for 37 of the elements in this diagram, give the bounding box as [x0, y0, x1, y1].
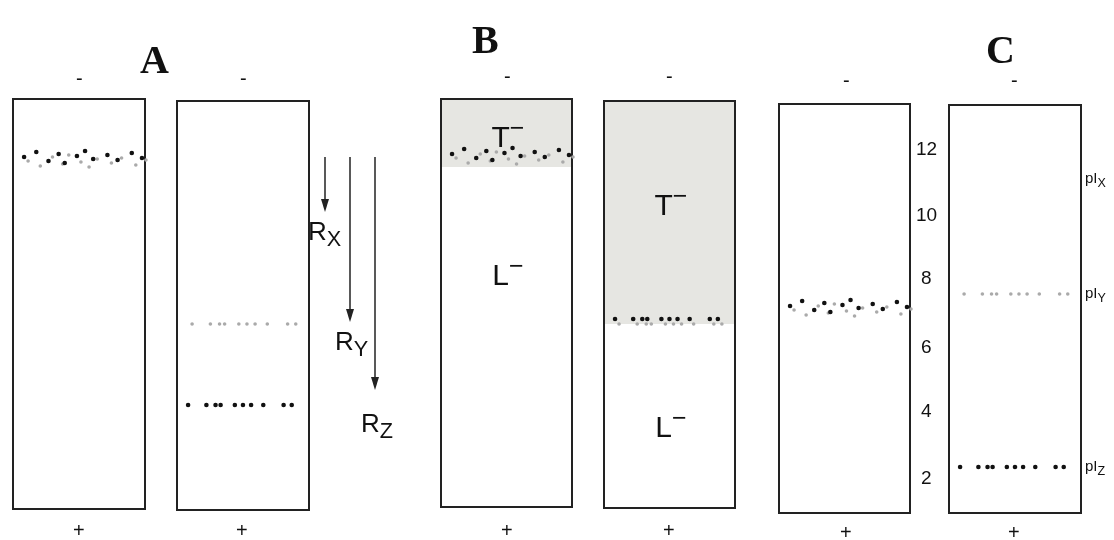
anode-sign: +: [236, 520, 248, 540]
distance-label: R$_{Y}$: [335, 328, 369, 360]
cathode-sign: -: [843, 70, 850, 90]
gel-strip: [176, 100, 310, 511]
anode-sign: +: [663, 520, 675, 540]
ph-value: 10: [916, 205, 938, 224]
zone-label: L$^{−}$: [492, 250, 524, 290]
gel-strip: [948, 104, 1082, 514]
cathode-sign: -: [240, 68, 247, 88]
zone-label: T$^{−}$: [491, 112, 525, 152]
panel-letter: C: [986, 30, 1015, 70]
anode-sign: +: [501, 520, 513, 540]
anode-sign: +: [73, 520, 85, 540]
cathode-sign: -: [1011, 70, 1018, 90]
zone-label: T$^{−}$: [654, 180, 688, 220]
cathode-sign: -: [666, 66, 673, 86]
distance-label: R$_{X}$: [308, 218, 342, 250]
pi-label: pI$_{X}$: [1085, 170, 1106, 190]
distance-label: R$_{Z}$: [361, 410, 393, 442]
zone-label: L$^{−}$: [655, 402, 687, 442]
anode-sign: +: [840, 522, 852, 540]
anode-sign: +: [1008, 522, 1020, 540]
gel-strip: [778, 103, 911, 514]
ph-value: 4: [921, 401, 932, 420]
cathode-sign: -: [504, 66, 511, 86]
gel-strip: [440, 98, 573, 508]
ph-value: 2: [921, 468, 932, 487]
pi-label: pI$_{Y}$: [1085, 285, 1106, 305]
pi-label: pI$_{Z}$: [1085, 458, 1106, 478]
cathode-sign: -: [76, 68, 83, 88]
panel-letter: B: [472, 20, 499, 60]
ph-value: 6: [921, 337, 932, 356]
gel-strip: [603, 100, 736, 509]
ph-value: 8: [921, 268, 932, 287]
ph-value: 12: [916, 139, 938, 158]
panel-letter: A: [140, 40, 169, 80]
gel-strip: [12, 98, 146, 510]
